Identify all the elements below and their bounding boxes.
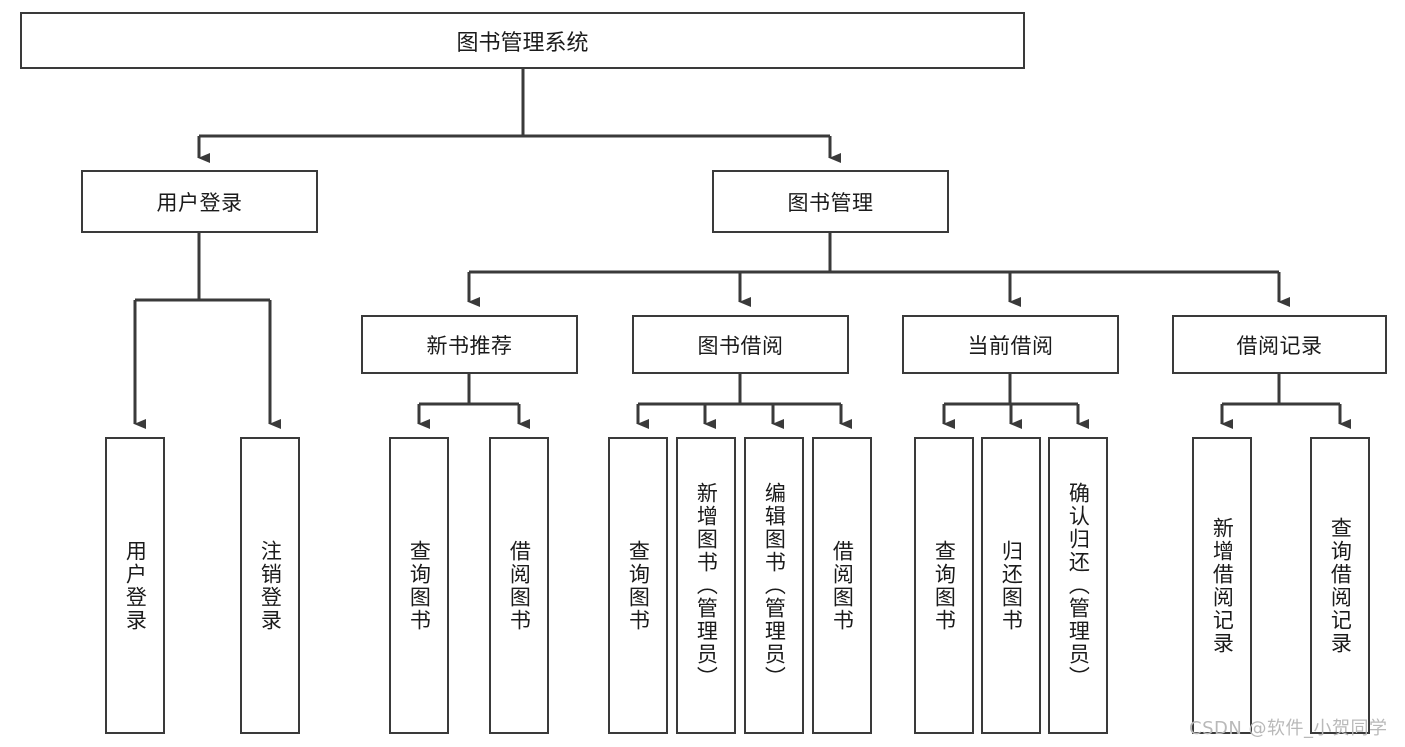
node-label: 归还图书 xyxy=(999,539,1024,632)
node-label: 新增借阅记录 xyxy=(1210,516,1235,655)
node-leaf-edit-book[interactable]: 编辑图书（管理员） xyxy=(744,437,804,734)
node-leaf-add-record[interactable]: 新增借阅记录 xyxy=(1192,437,1252,734)
node-label: 用户登录 xyxy=(123,539,148,632)
node-label: 查询图书 xyxy=(932,539,957,632)
node-leaf-return-book[interactable]: 归还图书 xyxy=(981,437,1041,734)
node-borrow-record[interactable]: 借阅记录 xyxy=(1172,315,1387,374)
node-label: 查询借阅记录 xyxy=(1328,516,1353,655)
node-label: 查询图书 xyxy=(407,539,432,632)
node-label: 图书借阅 xyxy=(697,333,784,358)
node-new-book-recommend[interactable]: 新书推荐 xyxy=(361,315,578,374)
node-label: 注销登录 xyxy=(258,539,283,632)
node-leaf-query-book-1[interactable]: 查询图书 xyxy=(389,437,449,734)
node-book-management[interactable]: 图书管理 xyxy=(712,170,949,233)
node-leaf-logout-login[interactable]: 注销登录 xyxy=(240,437,300,734)
node-label: 编辑图书（管理员） xyxy=(762,482,787,689)
node-label: 借阅图书 xyxy=(830,539,855,632)
node-leaf-query-book-3[interactable]: 查询图书 xyxy=(914,437,974,734)
node-label: 借阅记录 xyxy=(1236,333,1323,358)
node-book-management-system[interactable]: 图书管理系统 xyxy=(20,12,1025,69)
node-user-login[interactable]: 用户登录 xyxy=(81,170,318,233)
node-label: 图书管理系统 xyxy=(456,30,589,56)
node-leaf-add-book[interactable]: 新增图书（管理员） xyxy=(676,437,736,734)
node-label: 查询图书 xyxy=(626,539,651,632)
node-leaf-borrow-book-2[interactable]: 借阅图书 xyxy=(812,437,872,734)
node-label: 当前借阅 xyxy=(967,333,1054,358)
node-label: 新增图书（管理员） xyxy=(694,482,719,689)
csdn-watermark: CSDN @软件_小贺同学 xyxy=(1189,718,1388,739)
node-label: 图书管理 xyxy=(787,190,874,215)
node-leaf-user-login[interactable]: 用户登录 xyxy=(105,437,165,734)
node-label: 新书推荐 xyxy=(426,333,513,358)
node-leaf-query-book-2[interactable]: 查询图书 xyxy=(608,437,668,734)
node-leaf-query-record[interactable]: 查询借阅记录 xyxy=(1310,437,1370,734)
node-leaf-borrow-book-1[interactable]: 借阅图书 xyxy=(489,437,549,734)
node-leaf-confirm-return[interactable]: 确认归还（管理员） xyxy=(1048,437,1108,734)
node-label: 确认归还（管理员） xyxy=(1066,482,1091,689)
node-label: 借阅图书 xyxy=(507,539,532,632)
node-book-borrow[interactable]: 图书借阅 xyxy=(632,315,849,374)
node-label: 用户登录 xyxy=(156,190,243,215)
node-current-borrow[interactable]: 当前借阅 xyxy=(902,315,1119,374)
